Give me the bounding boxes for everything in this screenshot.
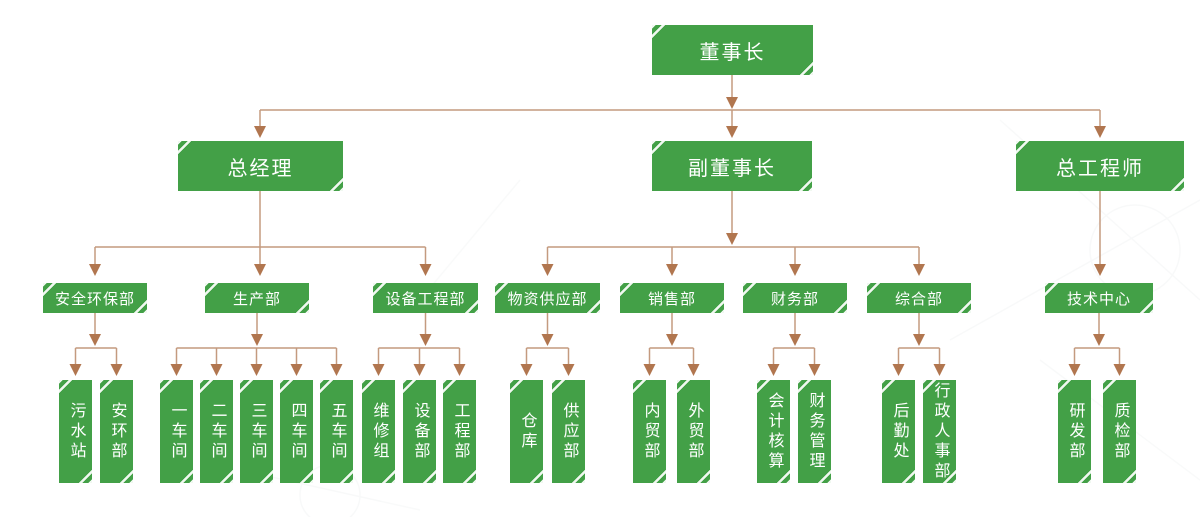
org-node-label: 工程部: [451, 401, 469, 462]
org-node-chairman: 董事长: [652, 25, 813, 75]
org-node-qc-dept: 质检部: [1103, 380, 1136, 483]
org-node-equipment-eng-dept: 设备工程部: [373, 283, 478, 313]
org-node-sales-dept: 销售部: [620, 283, 724, 313]
org-node-label: 供应部: [560, 401, 578, 462]
org-node-label: 设备部: [411, 401, 429, 462]
org-node-financial-mgmt: 财务管理: [798, 380, 831, 483]
org-node-label: 设备工程部: [385, 290, 466, 308]
org-node-safety-env-dept: 安全环保部: [43, 283, 147, 313]
org-node-label: 综合部: [894, 290, 943, 308]
org-node-label: 行政人事部: [931, 381, 949, 482]
org-node-label: 会计核算: [765, 391, 783, 472]
org-node-label: 后勤处: [890, 401, 908, 462]
org-node-workshop-5: 五车间: [320, 380, 353, 483]
org-node-finance-dept: 财务部: [743, 283, 847, 313]
org-node-general-dept: 综合部: [867, 283, 971, 313]
org-node-label: 研发部: [1066, 401, 1084, 462]
org-node-label: 董事长: [699, 41, 766, 64]
org-node-label: 四车间: [288, 401, 306, 462]
org-node-label: 质检部: [1111, 401, 1129, 462]
org-node-admin-hr: 行政人事部: [923, 380, 956, 483]
org-node-engineering-section: 工程部: [443, 380, 476, 483]
org-node-label: 仓库: [518, 411, 536, 452]
org-node-label: 副董事长: [688, 157, 776, 180]
org-node-warehouse: 仓库: [510, 380, 543, 483]
org-node-workshop-3: 三车间: [240, 380, 273, 483]
org-node-maintenance-group: 维修组: [362, 380, 395, 483]
org-node-foreign-trade: 外贸部: [677, 380, 710, 483]
org-node-equipment-section: 设备部: [403, 380, 436, 483]
org-node-material-supply-dept: 物资供应部: [495, 283, 600, 313]
org-node-rnd-dept: 研发部: [1058, 380, 1091, 483]
org-node-logistics: 后勤处: [882, 380, 915, 483]
org-node-label: 物资供应部: [507, 290, 588, 308]
org-node-label: 污水站: [67, 401, 85, 462]
org-node-safety-section: 安环部: [100, 380, 133, 483]
org-node-domestic-trade: 内贸部: [633, 380, 666, 483]
org-node-label: 二车间: [208, 401, 226, 462]
org-node-label: 维修组: [370, 401, 388, 462]
org-node-general-manager: 总经理: [178, 141, 343, 191]
org-node-accounting: 会计核算: [757, 380, 790, 483]
org-node-vice-chairman: 副董事长: [652, 141, 812, 191]
org-node-label: 一车间: [168, 401, 186, 462]
org-node-label: 安环部: [108, 401, 126, 462]
org-node-label: 财务管理: [806, 391, 824, 472]
org-node-workshop-2: 二车间: [200, 380, 233, 483]
org-node-label: 技术中心: [1066, 290, 1131, 308]
org-node-label: 三车间: [248, 401, 266, 462]
org-node-label: 生产部: [232, 290, 281, 308]
org-node-tech-center: 技术中心: [1045, 283, 1153, 313]
org-node-sewage-station: 污水站: [59, 380, 92, 483]
org-node-label: 总经理: [227, 157, 294, 180]
org-node-supply-section: 供应部: [552, 380, 585, 483]
org-node-label: 总工程师: [1056, 157, 1144, 180]
org-node-label: 外贸部: [685, 401, 703, 462]
org-node-label: 五车间: [328, 401, 346, 462]
org-node-label: 内贸部: [641, 401, 659, 462]
org-node-workshop-4: 四车间: [280, 380, 313, 483]
org-node-label: 销售部: [647, 290, 696, 308]
org-node-label: 财务部: [770, 290, 819, 308]
org-node-workshop-1: 一车间: [160, 380, 193, 483]
org-node-production-dept: 生产部: [205, 283, 309, 313]
org-node-chief-engineer: 总工程师: [1016, 141, 1184, 191]
org-node-label: 安全环保部: [54, 290, 135, 308]
